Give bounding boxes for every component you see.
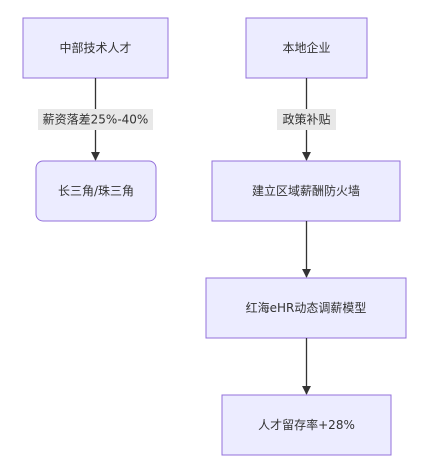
edge-label-bg	[277, 109, 336, 130]
node-local-firms: 本地企业	[245, 17, 368, 79]
node-model-label: 红海eHR动态调薪模型	[246, 300, 367, 315]
node-retention-label: 人才留存率+28%	[258, 417, 355, 432]
node-deltas-label: 长三角/珠三角	[58, 184, 134, 198]
node-firewall: 建立区域薪酬防火墙	[211, 160, 401, 222]
edge-label-bg	[38, 109, 153, 130]
node-firewall-label: 建立区域薪酬防火墙	[252, 183, 360, 198]
node-mid-talent-label: 中部技术人才	[59, 40, 131, 55]
node-mid-talent: 中部技术人才	[22, 17, 169, 79]
node-deltas: 长三角/珠三角	[35, 160, 157, 222]
node-local-firms-label: 本地企业	[282, 40, 330, 55]
edge-label-subsidy: 政策补贴	[282, 113, 330, 127]
edge-talent-to-deltas: 薪资落差25%-40%	[38, 78, 153, 161]
edge-firms-to-firewall: 政策补贴	[277, 78, 336, 161]
node-retention: 人才留存率+28%	[221, 394, 392, 456]
node-model: 红海eHR动态调薪模型	[205, 277, 407, 339]
edge-label-salary-gap: 薪资落差25%-40%	[43, 113, 149, 127]
